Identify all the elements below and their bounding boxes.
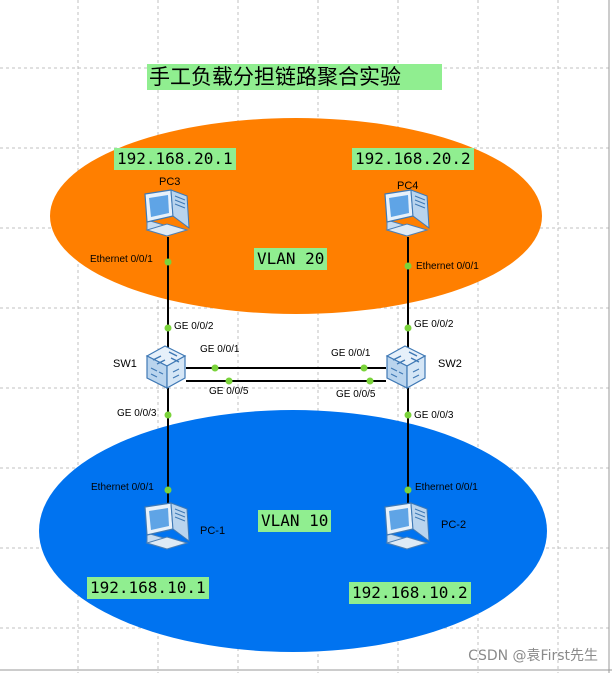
pc3-icon[interactable] [144,189,190,237]
sw2-ge001-label: GE 0/0/1 [331,348,371,359]
pc1-port-label: Ethernet 0/0/1 [91,482,154,493]
pc2-ip-label: 192.168.10.2 [349,582,471,604]
vlan10-label: VLAN 10 [258,510,332,532]
watermark: CSDN @袁First先生 [468,648,598,664]
pc4-name: PC4 [397,180,419,192]
pc1-ip-label: 192.168.10.1 [87,577,209,599]
pc3-port-label: Ethernet 0/0/1 [90,254,153,265]
pc4-ip-label: 192.168.20.2 [352,148,474,170]
sw2-icon[interactable] [386,345,426,389]
pc4-port-label: Ethernet 0/0/1 [416,261,479,272]
pc1-icon[interactable] [144,502,190,550]
sw2-ge005-label: GE 0/0/5 [336,389,376,400]
pc3-ip-label: 192.168.20.1 [114,148,236,170]
sw1-ge005-label: GE 0/0/5 [209,386,249,397]
sw1-ge001-label: GE 0/0/1 [200,344,240,355]
diagram-title: 手工负载分担链路聚合实验 [147,64,442,90]
pc1-name: PC-1 [200,525,226,537]
sw2-ge003-label: GE 0/0/3 [414,410,454,421]
vlan20-label: VLAN 20 [254,248,328,270]
sw2-name: SW2 [438,358,462,370]
pc3-name: PC3 [159,176,181,188]
pc2-icon[interactable] [384,502,430,550]
pc2-port-label: Ethernet 0/0/1 [415,482,478,493]
sw1-ge003-label: GE 0/0/3 [117,408,157,419]
port-dots [164,258,412,494]
sw1-name: SW1 [113,358,137,370]
pc2-name: PC-2 [441,519,467,531]
sw1-icon[interactable] [146,345,186,389]
sw2-ge002-label: GE 0/0/2 [414,319,454,330]
pc4-icon[interactable] [384,189,430,237]
sw1-ge002-label: GE 0/0/2 [174,321,214,332]
